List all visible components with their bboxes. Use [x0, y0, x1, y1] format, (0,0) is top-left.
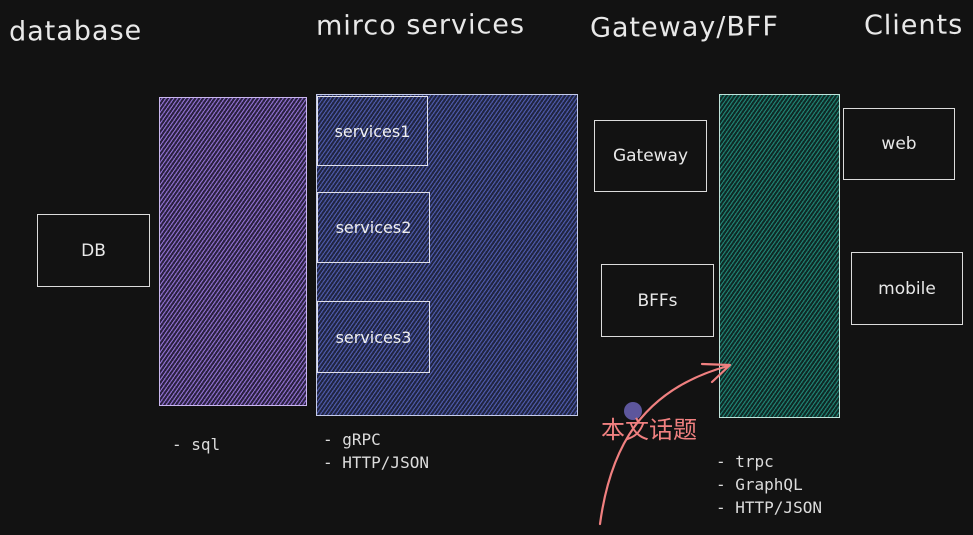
arrow-shaft — [598, 364, 730, 526]
arrow-head — [700, 362, 732, 384]
service-box-1: services1 — [317, 96, 428, 166]
database-layer — [159, 97, 307, 406]
note-line: - HTTP/JSON — [716, 498, 822, 517]
service-box-2: services2 — [317, 192, 430, 263]
mobile-box: mobile — [851, 252, 963, 325]
web-box: web — [843, 108, 955, 180]
note-line: - sql — [172, 435, 221, 454]
micro-services-notes: - gRPC - HTTP/JSON — [323, 428, 429, 474]
bff-notes: - trpc - GraphQL - HTTP/JSON — [716, 450, 822, 519]
db-box: DB — [37, 214, 150, 287]
topic-label: 本文话题 — [601, 416, 697, 444]
micro-services-layer — [316, 94, 578, 416]
bff-layer — [719, 94, 840, 418]
service-box-3: services3 — [317, 301, 430, 373]
database-notes: - sql — [172, 433, 220, 456]
note-line: - trpc — [716, 452, 774, 471]
gateway-box: Gateway — [594, 120, 707, 192]
note-line: - HTTP/JSON — [323, 453, 429, 472]
note-line: - GraphQL — [716, 475, 803, 494]
note-line: - gRPC — [323, 430, 381, 449]
bffs-box: BFFs — [601, 264, 714, 337]
arrow-origin-dot — [624, 402, 642, 420]
